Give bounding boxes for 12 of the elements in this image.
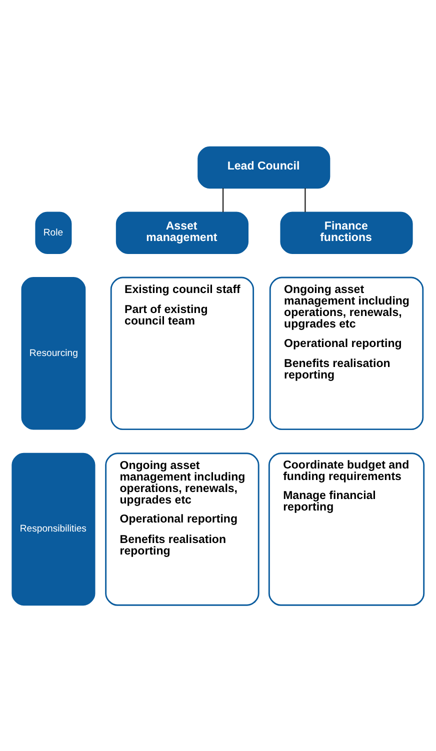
node-box: Lead Council (198, 146, 330, 188)
node-box: Role (35, 211, 72, 254)
node-box: Existing council staff Part of existing council team (110, 276, 254, 430)
node-box: Coordinate budget and funding requirements Manage financial reporting (268, 452, 425, 606)
node-box: Finance functions (280, 211, 413, 254)
node-box: Resourcing (21, 276, 86, 430)
node-box: Ongoing asset management including operations, renewals, upgrades etc Operational reporting Benefits realisation reporting (105, 452, 260, 606)
connector (304, 188, 306, 212)
node-box: Responsibilities (12, 452, 96, 606)
node-box: Asset management (116, 211, 248, 254)
connector (222, 188, 224, 212)
node-box: Ongoing asset management including operations, renewals, upgrades etc Operational reporting Benefits realisation reporting (269, 276, 424, 430)
